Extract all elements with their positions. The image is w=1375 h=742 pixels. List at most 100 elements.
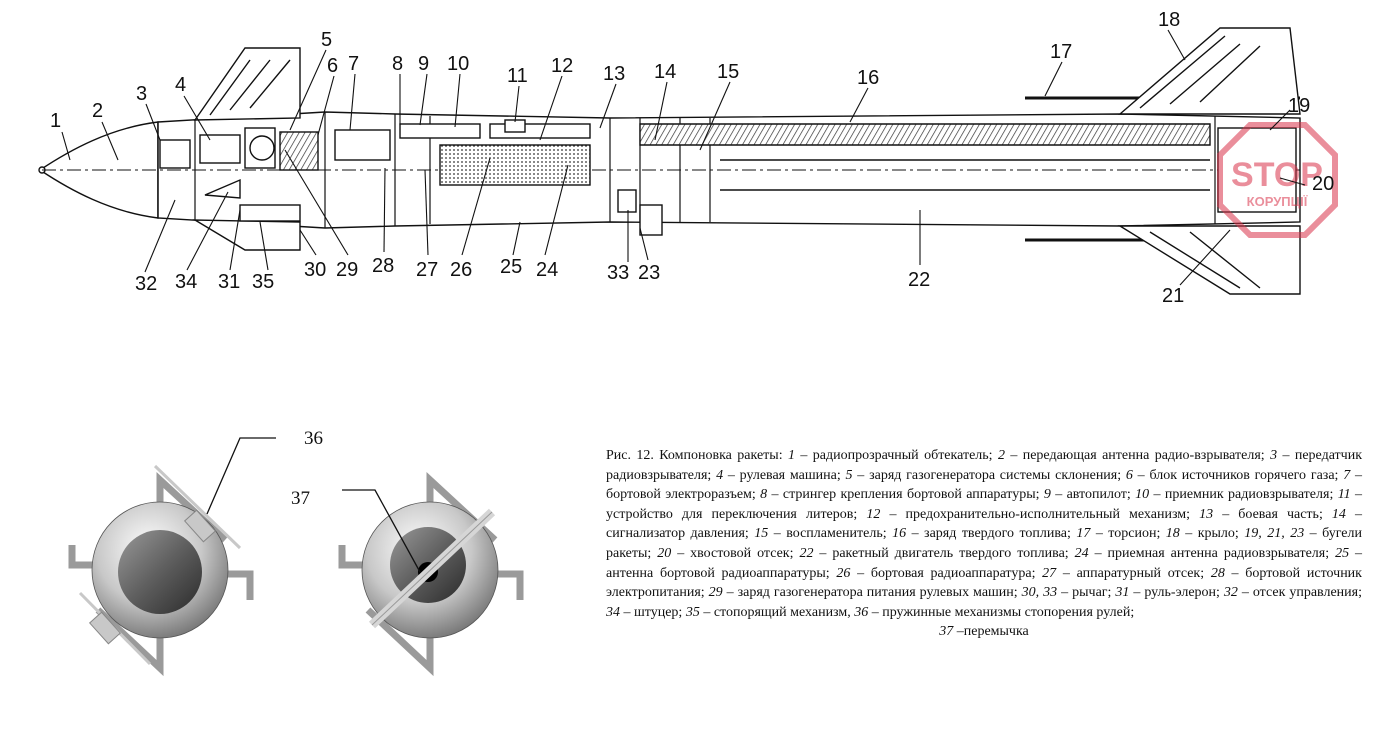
callout-24: 24 (536, 259, 558, 281)
callout-35: 35 (252, 271, 274, 293)
caption-item-text: – бортовая радиоаппаратура; (850, 565, 1043, 581)
caption-item-number: 36 (854, 604, 869, 620)
caption-item-number: 10 (1135, 487, 1150, 503)
callout-17: 17 (1050, 41, 1072, 63)
caption-item-text: – заряд газогенератора системы склонения… (852, 467, 1126, 483)
caption-item-number: 16 (892, 526, 907, 542)
callout-21: 21 (1162, 285, 1184, 307)
caption-item-number: 4 (716, 467, 724, 483)
missile-drawing (38, 27, 1301, 295)
caption-item-text: – отсек управления; (1237, 585, 1362, 601)
caption-item-text: – бугели ракеты; (606, 526, 1362, 561)
caption-item-text: – воспламенитель; (768, 526, 893, 542)
caption-item-number: 9 (1043, 487, 1051, 503)
caption-item-number: 11 (1337, 487, 1351, 503)
caption-item-text: – антенна бортовой радиоаппаратуры; (606, 545, 1363, 581)
callout-14: 14 (654, 61, 676, 83)
callout-4: 4 (175, 74, 186, 96)
caption-item-number: 30, 33 (1021, 585, 1058, 601)
callout-32: 32 (135, 273, 157, 295)
figure-caption: Рис. 12. Компоновка ракеты: 1 – радиопро… (606, 446, 1362, 642)
stop-octagon (1217, 122, 1338, 238)
caption-item-number: 14 (1331, 506, 1346, 522)
caption-item-number: 34 (606, 604, 620, 620)
callout-5: 5 (321, 29, 332, 51)
caption-item-text: – передающая антенна радио-взрывателя; (1004, 448, 1271, 463)
caption-item-text: – радиопрозрачный обтекатель; (794, 448, 998, 463)
caption-item-text: – передатчик радиовзрывателя; (606, 448, 1362, 483)
caption-item-number: 26 (836, 565, 851, 581)
callout-28: 28 (372, 255, 394, 277)
callout-1: 1 (50, 110, 61, 132)
caption-item-number: 35 (685, 604, 700, 620)
caption-item-number: 15 (754, 526, 769, 542)
caption-item-text: – крыло; (1179, 526, 1245, 542)
callout-12: 12 (551, 55, 573, 77)
caption-item-number: 8 (760, 487, 768, 503)
caption-item-number: 1 (787, 448, 795, 463)
caption-item-number: 6 (1125, 467, 1133, 483)
caption-item-number: 12 (866, 506, 881, 522)
watermark-line2: КОРУПЦІЇ (1247, 194, 1308, 209)
callout-11: 11 (507, 65, 528, 87)
callout-22: 22 (908, 269, 930, 291)
callout-26: 26 (450, 259, 472, 281)
caption-item-number: 31 (1115, 585, 1130, 601)
caption-item-number: 25 (1335, 545, 1350, 561)
caption-item-text: – приемная антенна радиовзрывателя; (1088, 545, 1336, 561)
caption-item-text: – предохранительно-исполнительный механи… (880, 506, 1200, 522)
caption-item-text: – пружинные механизмы стопорения рулей; (868, 604, 1135, 620)
leader-lines (61, 29, 1306, 286)
caption-item-number: 29 (708, 585, 723, 601)
caption-item-text: – заряд твердого топлива; (906, 526, 1077, 542)
rudder-lock-view-left: 36 (68, 428, 323, 677)
callout-20: 20 (1312, 173, 1334, 195)
caption-item-text: – стопорящий механизм, (699, 604, 855, 620)
callout-19: 19 (1288, 95, 1310, 117)
caption-item-text: – аппаратурный отсек; (1056, 565, 1211, 581)
caption-intro: Рис. 12. Компоновка ракеты: (606, 448, 788, 463)
caption-item-text: – ракетный двигатель твердого топлива; (813, 545, 1075, 561)
front-fin-top (193, 47, 301, 121)
callout-36: 36 (304, 428, 323, 449)
caption-item-number: 32 (1223, 585, 1238, 601)
rear-wing-top (1118, 27, 1301, 115)
caption-item-number: 37 (939, 624, 954, 640)
caption-item-number: 19, 21, 23 (1244, 526, 1305, 542)
caption-item-number: 20 (657, 545, 672, 561)
caption-item-number: 13 (1199, 506, 1214, 522)
missile-callouts: 1 2 3 4 5 6 7 8 9 10 11 12 13 14 15 16 1… (50, 9, 1334, 307)
callout-37: 37 (291, 488, 310, 509)
callout-34: 34 (175, 271, 197, 293)
stop-watermark: STOP КОРУПЦІЇ (1217, 122, 1338, 238)
caption-item-text: –перемычка (953, 624, 1029, 640)
caption-item-text: – боевая часть; (1213, 506, 1332, 522)
callout-13: 13 (603, 63, 625, 85)
caption-item-number: 24 (1074, 545, 1089, 561)
caption-item-text: – торсион; (1090, 526, 1166, 542)
caption-item-number: 5 (845, 467, 853, 483)
caption-item-text: – автопилот; (1050, 487, 1136, 503)
caption-item-number: 3 (1270, 448, 1278, 463)
callout-31: 31 (218, 271, 240, 293)
callout-3: 3 (136, 83, 147, 105)
lock-cone-left (118, 530, 202, 614)
callout-25: 25 (500, 256, 522, 278)
caption-item-text: – устройство для переключения литеров; (606, 487, 1363, 522)
caption-item-number: 27 (1042, 565, 1057, 581)
caption-item-text: – штуцер; (620, 604, 686, 620)
rudder-lock-view-right: 37 (291, 472, 524, 677)
callout-30: 30 (304, 259, 326, 281)
caption-item-number: 22 (799, 545, 814, 561)
callout-7: 7 (348, 53, 359, 75)
callout-33: 33 (607, 262, 629, 284)
callout-23: 23 (638, 262, 660, 284)
caption-item-text: – бортовой электроразъем; (606, 467, 1362, 503)
caption-item-number: 7 (1343, 467, 1351, 483)
callout-18: 18 (1158, 9, 1180, 31)
caption-item-text: – приемник радиовзрывателя; (1149, 487, 1338, 503)
caption-item-text: – сигнализатор давления; (606, 506, 1363, 542)
callout-10: 10 (447, 53, 469, 75)
caption-last-line: 37 –перемычка (606, 622, 1362, 642)
